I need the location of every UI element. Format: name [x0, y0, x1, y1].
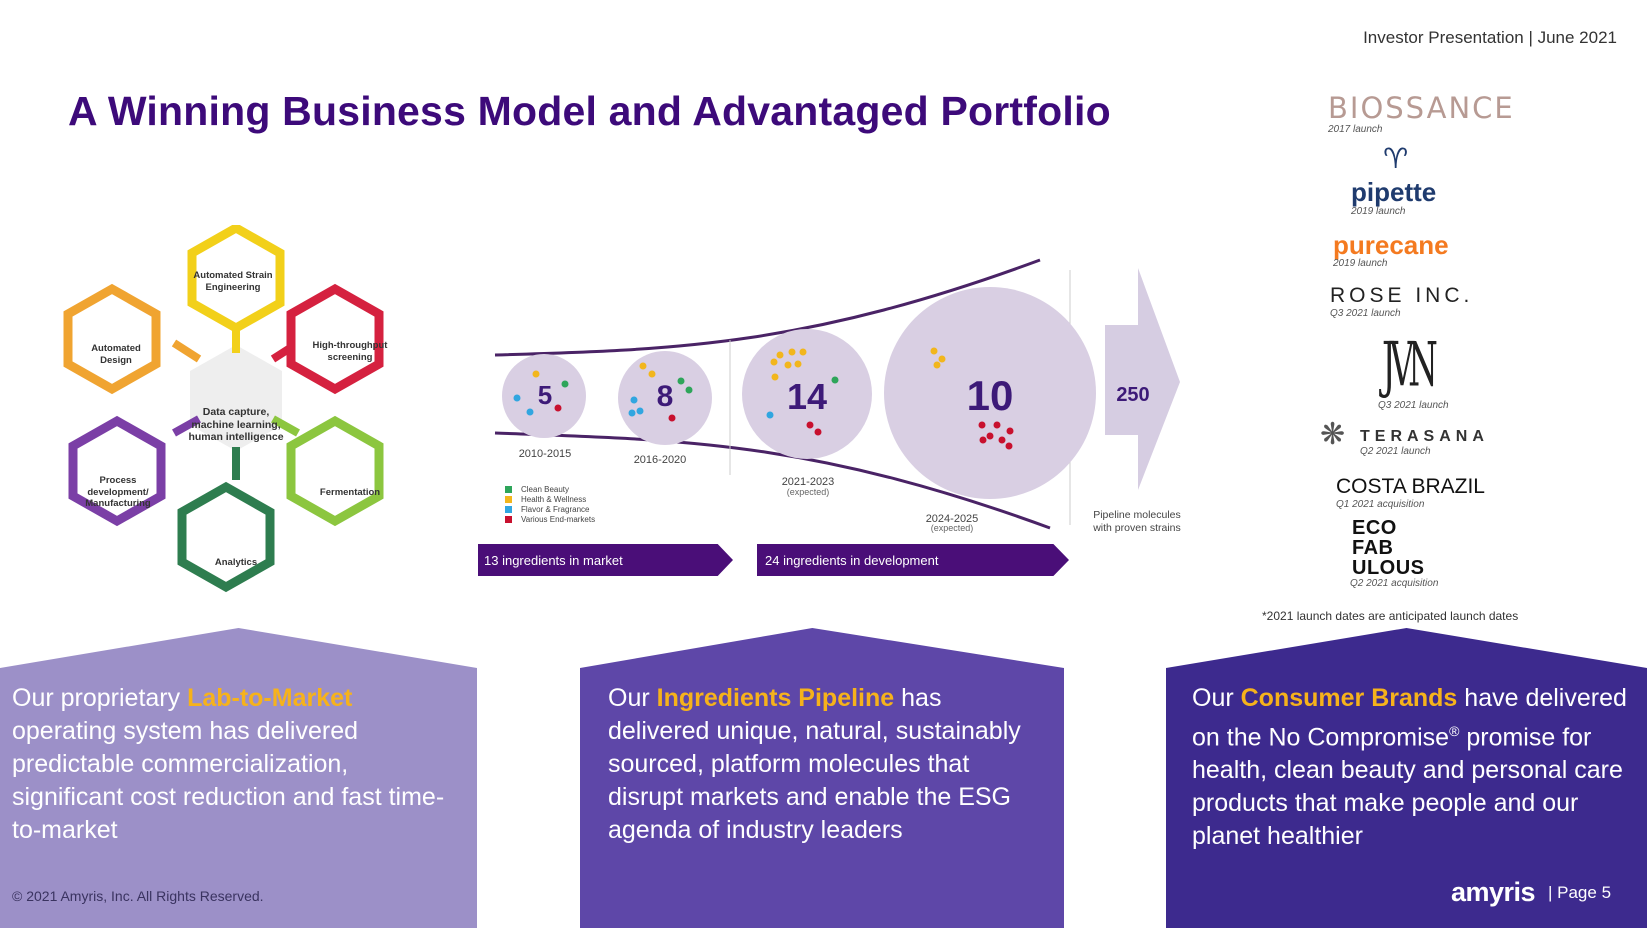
brand-terasana: TERASANA Q2 2021 launch: [1360, 428, 1489, 457]
legend-health-wellness: Health & Wellness: [505, 494, 595, 504]
bubble-count-2021-2023: 14: [786, 376, 828, 417]
period-2016-2020: 2016-2020: [633, 454, 687, 466]
brand-biossance: BIOSSANCE 2017 launch: [1328, 91, 1515, 135]
panel-consumer-brands: [1166, 628, 1647, 928]
category-legend: Clean Beauty Health & Wellness Flavor & …: [505, 484, 595, 524]
panel-lab-to-market-text: Our proprietary Lab-to-Market operating …: [12, 684, 445, 844]
period-2024-2025: 2024-2025: [925, 513, 979, 525]
hex-center-label: Data capture, machine learning, human in…: [188, 406, 284, 443]
dots-2016-2020: [628, 362, 693, 422]
panel-ingredients-pipeline-text: Our Ingredients Pipeline has delivered u…: [608, 684, 1021, 844]
hex-automated-strain-engineering: [187, 225, 285, 334]
banner-ingredients-in-development: 24 ingredients in development: [757, 544, 1069, 576]
funnel-bottom-curve: [494, 431, 1051, 530]
lab-to-market-hex-diagram: [63, 225, 384, 593]
period-2010-2015: 2010-2015: [518, 448, 572, 460]
bubble-count-2010-2015: 5: [537, 380, 553, 410]
hex-label-analytics: Analytics: [214, 557, 258, 568]
pipette-logo-icon: ♈: [1383, 142, 1409, 175]
dots-2010-2015: [513, 370, 569, 416]
hex-analytics: [177, 481, 275, 593]
panel-lab-to-market: [0, 628, 477, 928]
amyris-logo: amyris: [1451, 877, 1536, 907]
bubble-count-2024-2025: 10: [966, 372, 1014, 419]
dots-2021-2023: [766, 348, 839, 436]
hex-label-design: Automated Design: [91, 343, 141, 366]
pipeline-count: 250: [1116, 384, 1150, 406]
brands-footnote: *2021 launch dates are anticipated launc…: [1262, 609, 1519, 623]
hex-process-development: [68, 415, 166, 527]
period-2024-2025-sub: (expected): [930, 523, 974, 533]
brand-purecane: purecane 2019 launch: [1333, 230, 1449, 269]
period-2021-2023: 2021-2023: [781, 476, 835, 488]
legend-clean-beauty: Clean Beauty: [505, 484, 595, 494]
brand-jvn: JVN Q3 2021 launch: [1378, 329, 1449, 411]
hex-high-throughput-screening: [286, 283, 384, 395]
brand-rose-inc: ROSE INC. Q3 2021 launch: [1330, 284, 1474, 319]
banner-ingredients-in-market: 13 ingredients in market: [478, 544, 733, 576]
dots-2024-2025: [930, 347, 1014, 450]
hex-label-screening: High-throughput screening: [312, 340, 388, 363]
page-title: A Winning Business Model and Advantaged …: [68, 88, 1111, 134]
page-number: | Page 5: [1548, 883, 1612, 902]
bubble-2024-2025: [884, 287, 1096, 499]
hex-automated-design: [63, 283, 161, 395]
brand-ecofabulous: ECO FAB ULOUS Q2 2021 acquisition: [1350, 517, 1439, 589]
funnel-top-curve: [494, 258, 1041, 357]
legend-flavor-fragrance: Flavor & Fragrance: [505, 504, 595, 514]
bubble-2010-2015: [502, 354, 586, 438]
bubble-count-2016-2020: 8: [656, 380, 674, 413]
terasana-flower-icon: ❋: [1320, 418, 1346, 451]
pipeline-note: Pipeline molecules with proven strains: [1093, 509, 1181, 534]
pipeline-arrow: [1105, 268, 1180, 490]
copyright: © 2021 Amyris, Inc. All Rights Reserved.: [12, 888, 264, 904]
hex-fermentation: [286, 415, 384, 527]
brand-costa-brazil: COSTA BRAZIL Q1 2021 acquisition: [1336, 475, 1485, 510]
hex-label-fermentation: Fermentation: [319, 487, 381, 498]
presentation-tag: Investor Presentation | June 2021: [1363, 28, 1617, 47]
panel-consumer-brands-text: Our Consumer Brands have delivered on th…: [1192, 684, 1627, 851]
period-2021-2023-sub: (expected): [786, 487, 830, 497]
hex-label-process: Process development/ Manufacturing: [85, 475, 151, 509]
center-hex: [190, 345, 282, 451]
brand-pipette: pipette 2019 launch: [1351, 177, 1437, 217]
legend-various-end-markets: Various End-markets: [505, 514, 595, 524]
hex-label-strain: Automated Strain Engineering: [193, 270, 273, 293]
ingredients-funnel: [494, 258, 1180, 530]
panel-ingredients-pipeline: [580, 628, 1064, 928]
bubble-2016-2020: [618, 351, 712, 445]
